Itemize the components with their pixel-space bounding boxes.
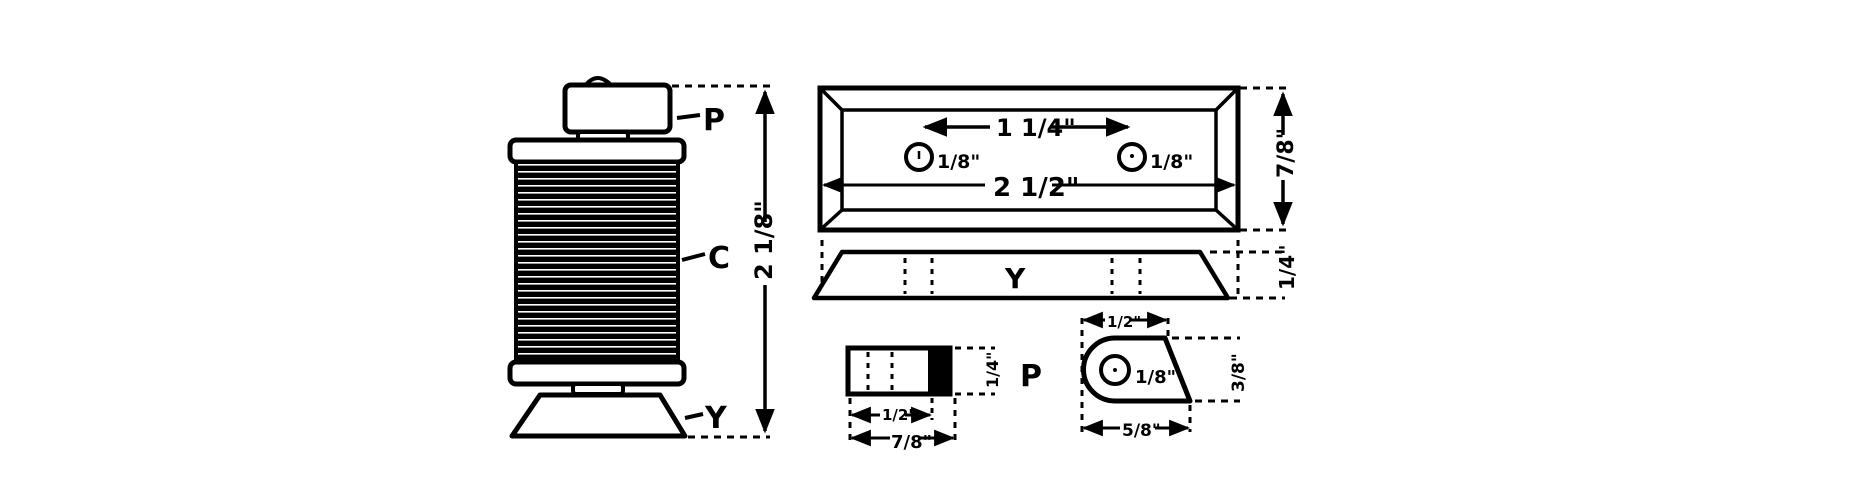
coil-c [514,160,680,364]
label-y: Y [704,401,728,436]
pulley-side-view: 1/4" P 1/2" 7/8" [845,345,1042,453]
dim-pulley-height: 1/4" [983,352,1002,388]
base-front-view: Y 1/4" [811,240,1299,301]
end-profile [1081,335,1193,404]
spool-view: P C Y 2 1/8" [507,76,778,439]
label-front-y: Y [1004,262,1026,295]
label-side-p: P [1020,359,1042,394]
dim-end-hole: 1/8" [1135,367,1176,388]
dim-hole-left: 1/8" [937,151,980,173]
dim-spool-height: 2 1/8" [750,200,778,280]
pulley-p [562,76,673,143]
base-end-view: 1/2" 1/8" 3/8" 5/8" [1080,311,1249,441]
dim-hole-right: 1/8" [1150,151,1193,173]
dim-pulley-inner-width: 1/2" [882,406,916,424]
dim-end-height: 3/8" [1229,353,1249,392]
dim-pulley-outer-width: 7/8" [891,432,932,453]
bottom-flange [507,359,687,387]
label-p: P [703,103,725,138]
base-y [509,392,688,439]
base-top-view: 1 1/4" 1/8" 1/8" 2 1/2" 7/8" [817,85,1299,233]
dim-base-length: 2 1/2" [993,173,1079,203]
dim-end-bottom-width: 5/8" [1122,421,1161,441]
top-flange [507,137,687,165]
dim-hole-spacing: 1 1/4" [996,114,1076,142]
dim-end-top-width: 1/2" [1107,313,1141,331]
label-c: C [708,241,730,276]
dim-base-width: 7/8" [1274,128,1299,178]
dim-base-thickness: 1/4" [1275,244,1299,290]
